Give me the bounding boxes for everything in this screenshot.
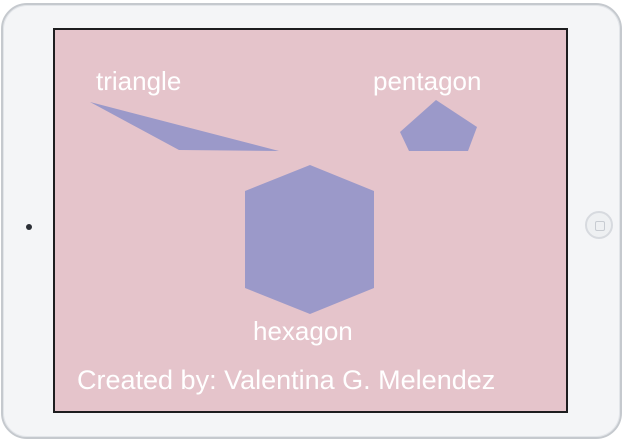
triangle-shape[interactable] <box>90 102 279 151</box>
pentagon-label: pentagon <box>373 66 482 96</box>
hexagon-label: hexagon <box>253 316 353 346</box>
hexagon-shape[interactable] <box>245 165 374 314</box>
home-button[interactable] <box>585 211 613 239</box>
app-screen: triangle pentagon hexagon Created by: Va… <box>53 28 568 413</box>
author-credit: Created by: Valentina G. Melendez <box>77 365 496 395</box>
front-camera <box>26 224 32 230</box>
pentagon-shape[interactable] <box>400 100 477 151</box>
triangle-label: triangle <box>96 66 182 96</box>
shapes-canvas <box>90 100 477 314</box>
home-button-icon <box>595 221 605 231</box>
